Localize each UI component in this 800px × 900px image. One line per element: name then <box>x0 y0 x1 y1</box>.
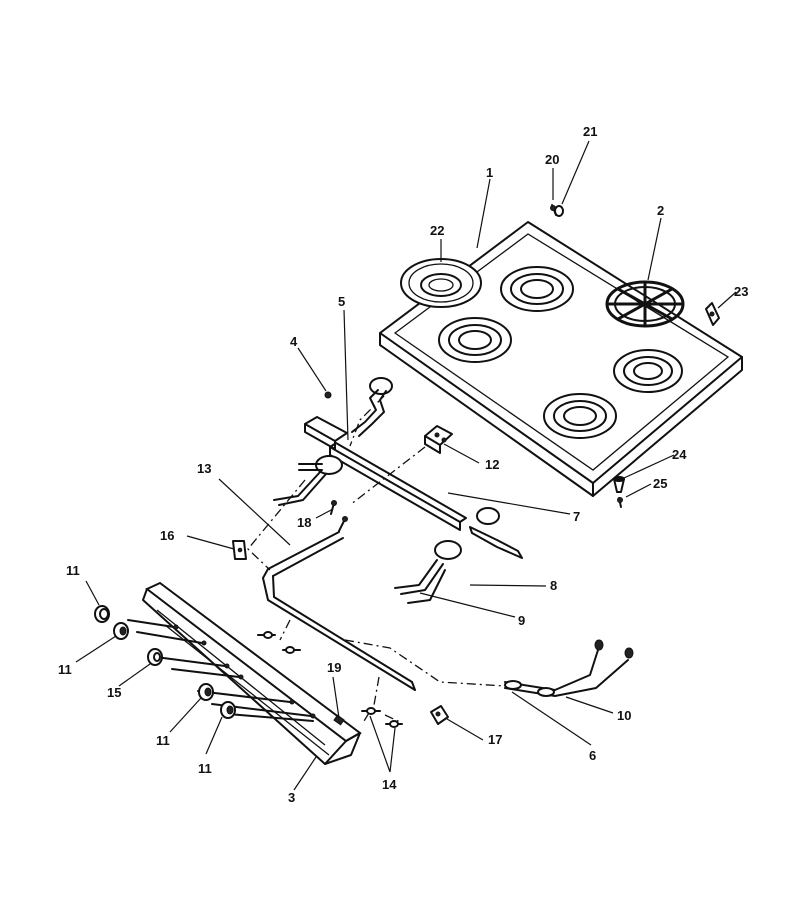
callout-7: 7 <box>573 509 580 524</box>
valve-orifices <box>257 631 403 728</box>
manifold-tube <box>262 531 416 691</box>
burner-ring-right <box>613 349 683 393</box>
screw-25 <box>617 497 623 508</box>
callout-16: 16 <box>160 528 174 543</box>
burner-head-back-left <box>351 377 393 437</box>
burner-support-bar <box>329 442 467 531</box>
gas-supply-tube <box>504 639 634 697</box>
callout-10: 10 <box>617 708 631 723</box>
knob-11-third <box>198 683 214 701</box>
burner-rings <box>438 266 683 439</box>
burner-grate <box>605 280 685 328</box>
alignment-lines <box>247 395 506 723</box>
callout-3: 3 <box>288 790 295 805</box>
callout-11-top: 11 <box>66 563 80 578</box>
callout-1: 1 <box>486 165 493 180</box>
cooktop-panel <box>379 221 743 497</box>
callout-19: 19 <box>327 660 341 675</box>
callout-12: 12 <box>485 457 499 472</box>
leader-lines <box>75 140 737 791</box>
callout-8: 8 <box>550 578 557 593</box>
callout-24: 24 <box>672 447 687 462</box>
callout-4: 4 <box>290 334 298 349</box>
knob-11-second <box>113 622 129 640</box>
electrode <box>330 500 348 532</box>
screw-4 <box>324 391 332 399</box>
burner-ring-back-left <box>500 266 574 312</box>
callout-9: 9 <box>518 613 525 628</box>
callout-21: 21 <box>583 124 597 139</box>
control-panel <box>142 581 362 765</box>
callout-11-second: 11 <box>58 662 72 677</box>
callout-17: 17 <box>488 732 502 747</box>
burner-head-front-right <box>394 540 462 604</box>
knob-11-top <box>94 605 110 623</box>
callout-18: 18 <box>297 515 311 530</box>
callout-11-third: 11 <box>156 733 170 748</box>
callout-11-fourth: 11 <box>198 761 212 776</box>
bracket-23 <box>705 302 720 326</box>
burner-ring-front-left <box>438 317 512 363</box>
callout-15: 15 <box>107 685 121 700</box>
callout-20: 20 <box>545 152 559 167</box>
spring-clip-21 <box>554 205 564 217</box>
callout-2: 2 <box>657 203 664 218</box>
leveling-foot <box>613 476 625 493</box>
callout-6: 6 <box>589 748 596 763</box>
burner-bowl <box>400 258 482 308</box>
callout-23: 23 <box>734 284 748 299</box>
callout-13: 13 <box>197 461 211 476</box>
knobs <box>94 605 236 719</box>
ignitor-module <box>424 425 453 454</box>
knob-11-fourth <box>220 701 236 719</box>
burner-ring-front-right <box>543 393 617 439</box>
callout-5: 5 <box>338 294 345 309</box>
knob-15 <box>147 648 163 666</box>
burner-head-right <box>469 507 523 559</box>
callout-25: 25 <box>653 476 667 491</box>
callout-labels: 1 2 3 4 5 6 7 8 9 10 11 11 11 11 12 13 1… <box>58 124 748 805</box>
mounting-bracket <box>304 416 348 450</box>
clip-17 <box>430 705 449 725</box>
callout-14: 14 <box>382 777 397 792</box>
clip-16 <box>232 540 247 560</box>
callout-22: 22 <box>430 223 444 238</box>
burner-head-front-left <box>273 455 343 506</box>
